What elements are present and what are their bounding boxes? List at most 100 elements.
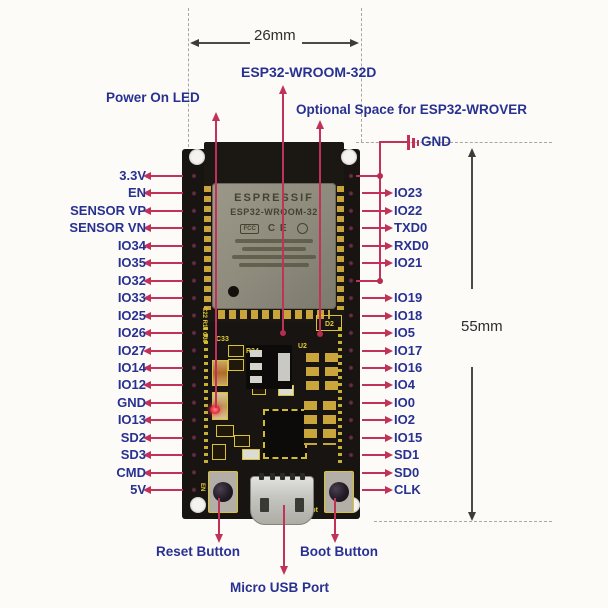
height-dim-line-bottom [471,367,473,515]
smd-component [234,435,250,447]
smd-component [216,425,234,437]
ce-mark: C E [267,223,288,234]
pin-label: IO2 [394,412,415,427]
width-dim-arrow-left [190,39,199,47]
pin-arrow [143,434,183,442]
pin-arrow [362,312,393,320]
usb-slot [260,498,269,512]
pin-label: EN [127,185,146,200]
module-leader [282,91,284,333]
pin-label: 3.3V [119,168,146,183]
pin-label: IO15 [394,430,423,445]
pin-label: IO5 [394,325,415,340]
pin-label: SD3 [120,447,146,462]
pin-arrow [362,364,393,372]
reset-leader [218,498,220,536]
module-fineprint-line [232,255,316,259]
pin-arrow [143,329,183,337]
pin-arrow [143,399,183,407]
usb-pin [300,473,305,480]
pin-arrow [143,224,183,232]
pin-label: IO25 [117,308,146,323]
pin-arrow [362,434,393,442]
boot-arrowhead [331,534,339,543]
pin-label: TXD0 [394,220,428,235]
regulator-pin [250,350,262,357]
pin-arrow [362,224,393,232]
reset-button-cap[interactable] [213,482,233,502]
pin-label: IO33 [117,290,146,305]
esp32-module: ESPRESSIF ESP32-WROOM-32 FCC C E [204,142,344,322]
width-dim-label: 26mm [254,27,296,44]
pin-arrow [143,364,183,372]
silkscreen-u2: U2 [298,343,307,350]
pin-label: SD0 [394,465,420,480]
width-dim-arrow-right [350,39,359,47]
pin-arrow [362,381,393,389]
pin-label: IO27 [117,343,146,358]
silkscreen-c33: C33 [216,336,229,343]
module-leader-dot [280,330,286,336]
usb-arrowhead [280,566,288,575]
usb-slot [295,498,304,512]
ground-symbol-bar3 [417,140,419,146]
optional-space-arrowhead [316,120,324,129]
pin-arrow [362,242,393,250]
module-fineprint-line [242,247,306,251]
module-fineprint-line [239,263,309,267]
pin-arrow [362,207,393,215]
extension-line-top-right [356,142,552,143]
pin-arrow [143,416,183,424]
pin-arrow [143,242,183,250]
resistor-array [325,353,338,393]
ground-symbol-bar2 [412,138,415,148]
boot-button[interactable] [324,471,354,513]
pin-label: IO13 [117,412,146,427]
silkscreen-refs-right [338,327,342,467]
pin-arrow [362,329,393,337]
height-dim-line-top [471,153,473,289]
cert-circle-icon [296,223,308,234]
pin-label: IO35 [117,255,146,270]
optional-space-leader [319,126,321,334]
gnd-leader-vertical [379,142,381,282]
pin-arrow [362,416,393,424]
pin-label: RXD0 [394,238,429,253]
module-shield: ESPRESSIF ESP32-WROOM-32 FCC C E [212,183,336,309]
module-pin1-dot [228,286,239,297]
pin-arrow [143,312,183,320]
pin-label: GND [117,395,146,410]
extension-line-left [188,8,189,147]
mounting-hole [341,149,357,165]
pin-label: IO12 [117,377,146,392]
pin-label: IO23 [394,185,423,200]
regulator-pin [250,376,262,383]
pin-label: IO17 [394,343,423,358]
pin-arrow [362,347,393,355]
pin-arrow [143,294,183,302]
smd-component [242,449,260,460]
extension-line-right [361,8,362,142]
module-brand-text: ESPRESSIF [234,192,314,204]
micro-usb-port[interactable] [250,473,314,525]
silkscreen-d2: D2 [325,321,334,328]
mounting-hole [189,149,205,165]
pin-arrow [143,469,183,477]
optional-space-leader-dot [317,331,323,337]
pin-arrow [143,347,183,355]
pin-header-left [188,168,200,500]
pin-arrow [143,207,183,215]
usb-leader [283,505,285,568]
pin-arrow [143,451,183,459]
castellated-pads-left [204,186,211,310]
pin-label: SENSOR VN [69,220,146,235]
boot-button-cap[interactable] [329,482,349,502]
pin-arrow [143,277,183,285]
power-led [210,405,220,414]
reset-arrowhead [215,534,223,543]
ground-symbol [407,135,410,150]
reset-button[interactable] [208,471,238,513]
pin-label: 5V [130,482,146,497]
pin-arrow [362,451,393,459]
pin-label: IO21 [394,255,423,270]
